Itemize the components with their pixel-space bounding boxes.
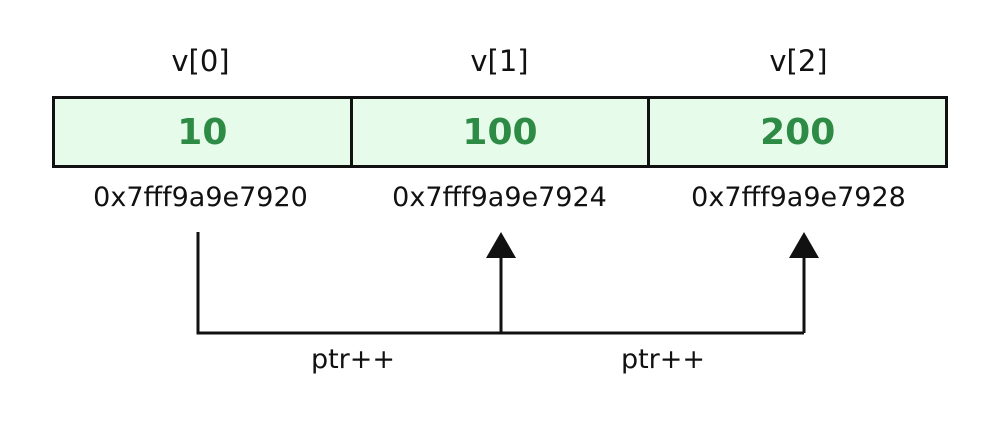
address-label-0: 0x7fff9a9e7920	[93, 182, 308, 213]
pointer-path-line	[196, 232, 804, 335]
array-cell-2: 200	[647, 99, 945, 165]
arrow-head-to-v1	[486, 232, 516, 258]
array-cell-1: 100	[349, 99, 648, 165]
index-label-v0: v[0]	[171, 44, 230, 78]
address-label-2: 0x7fff9a9e7928	[691, 182, 906, 213]
ptr-increment-label-2: ptr++	[620, 344, 706, 375]
array-cell-0: 10	[177, 111, 228, 153]
index-label-v2: v[2]	[769, 44, 828, 78]
array-box: 10 100 200	[52, 96, 948, 168]
ptr-increment-label-1: ptr++	[310, 344, 396, 375]
arrow-head-to-v2	[789, 232, 819, 258]
address-label-1: 0x7fff9a9e7924	[392, 182, 607, 213]
index-label-v1: v[1]	[470, 44, 529, 78]
